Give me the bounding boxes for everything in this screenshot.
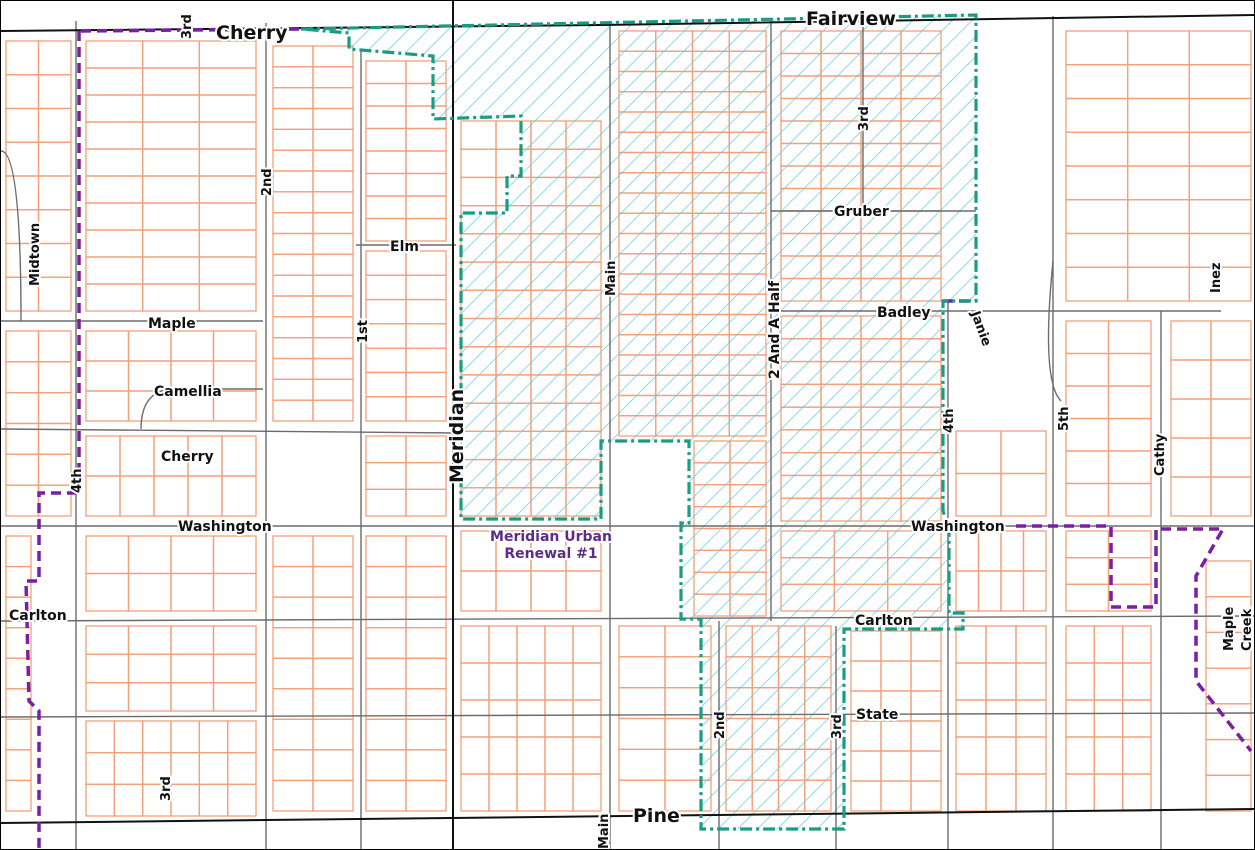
- street-label-main-north: Main: [604, 261, 619, 296]
- street-label-maple-creek-2: Creek: [1240, 608, 1254, 651]
- street-label-two-and-a-half: 2 And A Half: [767, 280, 783, 379]
- urban-renewal-district-boundary[interactable]: [300, 13, 978, 831]
- street-label-fourth-west: 4th: [70, 468, 85, 493]
- street-labels: Fairview Cherry 3rd 3rd 3rd 3rd 2nd 2nd …: [7, 6, 1254, 849]
- street-label-fairview: Fairview: [806, 8, 896, 30]
- street-label-third-nw: 3rd: [180, 14, 195, 39]
- street-label-meridian: Meridian: [446, 389, 468, 483]
- local-roads: [1, 16, 1254, 849]
- street-label-badley: Badley: [877, 305, 931, 321]
- street-label-cherry-north: Cherry: [216, 22, 288, 44]
- urban-renewal-district-fill[interactable]: [301, 15, 976, 829]
- street-label-gruber: Gruber: [834, 204, 889, 220]
- street-label-washington-east: Washington: [911, 519, 1005, 535]
- street-label-third-south: 3rd: [830, 714, 845, 739]
- street-label-main-south: Main: [597, 814, 612, 849]
- street-label-third-sw: 3rd: [159, 776, 174, 801]
- street-label-midtown: Midtown: [28, 223, 43, 286]
- street-label-fifth: 5th: [1057, 406, 1072, 431]
- street-label-camellia: Camellia: [154, 384, 222, 400]
- street-label-cherry-west: Cherry: [161, 449, 214, 465]
- street-label-second-nw: 2nd: [260, 168, 275, 196]
- street-label-fourth-east: 4th: [942, 408, 957, 433]
- street-label-carlton-west: Carlton: [9, 608, 67, 624]
- street-label-washington-west: Washington: [178, 519, 272, 535]
- street-label-pine: Pine: [633, 805, 680, 827]
- street-label-inez: Inez: [1209, 263, 1224, 293]
- street-label-maple-creek-1: Maple: [1222, 607, 1237, 651]
- street-label-first: 1st: [356, 320, 371, 343]
- district-label: Meridian Urban Renewal #1: [488, 527, 614, 564]
- street-label-elm: Elm: [390, 239, 419, 255]
- street-label-second-south: 2nd: [713, 711, 728, 739]
- street-label-carlton-east: Carlton: [855, 613, 913, 629]
- street-label-state: State: [856, 707, 898, 723]
- street-label-cathy: Cathy: [1153, 433, 1168, 476]
- street-label-third-ne: 3rd: [857, 106, 872, 131]
- district-label-line-1: Meridian Urban: [490, 529, 612, 545]
- district-label-line-2: Renewal #1: [504, 546, 597, 562]
- street-label-janie: Janie: [967, 308, 994, 348]
- street-label-maple: Maple: [148, 316, 196, 332]
